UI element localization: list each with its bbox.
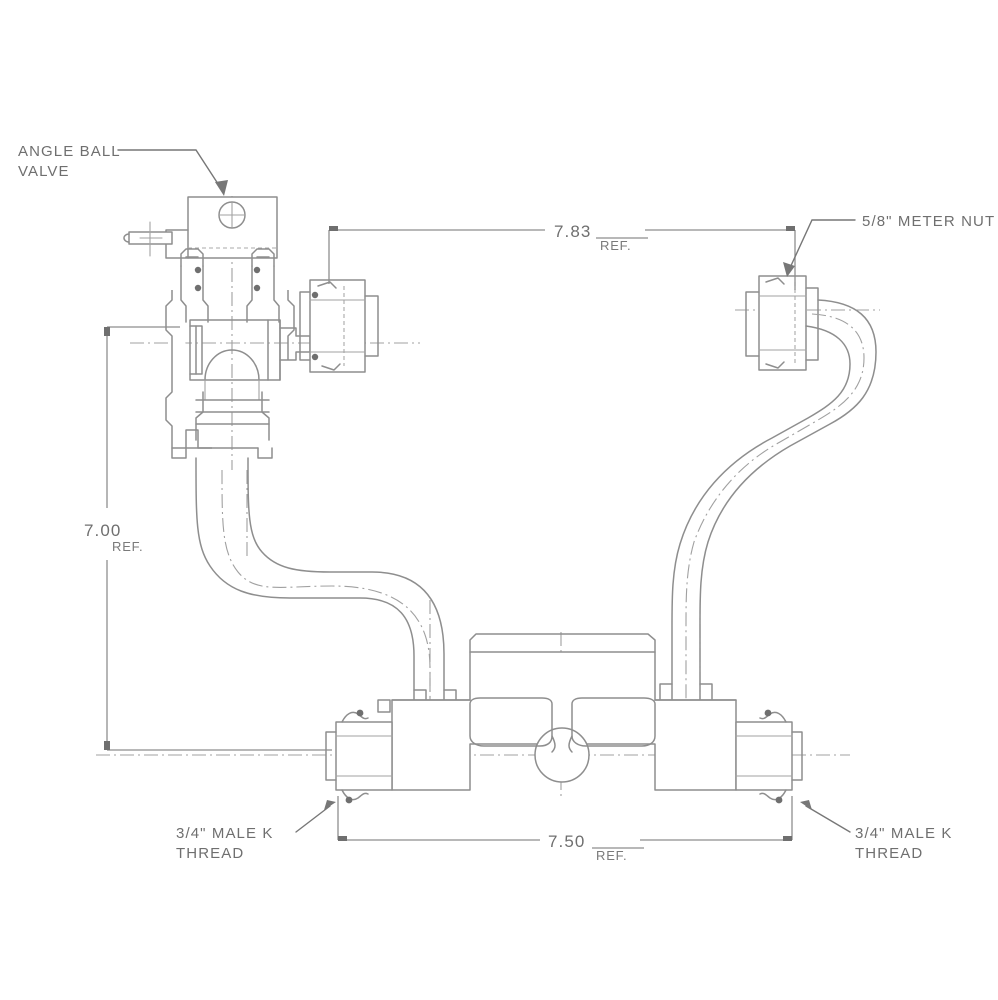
callout-thread-right: 3/4" MALE K THREAD	[800, 800, 952, 862]
dim-value-7-50: 7.50	[548, 832, 586, 851]
callout-thread-left: 3/4" MALE K THREAD	[176, 800, 336, 862]
callout-label-thread-right-line1: 3/4" MALE K	[855, 825, 952, 842]
leader-line-thread-right	[805, 805, 851, 833]
dim-note-7-83: REF.	[600, 238, 631, 253]
callout-label-meter-nut: 5/8" METER NUT	[862, 213, 995, 230]
leader-arrow-thread-left	[324, 800, 336, 810]
dim-value-7-83: 7.83	[554, 222, 592, 241]
right-meter-nut	[745, 275, 819, 371]
leader-line-meter-nut	[788, 219, 856, 271]
angle-ball-valve-body	[123, 196, 278, 259]
valve-bonnet-packing	[180, 248, 280, 323]
dimension-7-50: 7.50 REF.	[337, 796, 793, 863]
dim-value-7-00: 7.00	[84, 521, 122, 540]
left-meter-coupling	[299, 279, 379, 373]
valve-ball-chamber	[165, 290, 311, 459]
right-thread-end	[735, 709, 803, 804]
leader-line-thread-left	[295, 805, 331, 833]
leader-line-angle-ball-valve	[117, 149, 223, 191]
leader-arrow-angle-ball-valve	[215, 180, 228, 196]
leader-arrow-meter-nut	[783, 262, 795, 277]
dim-note-7-50: REF.	[596, 848, 627, 863]
dim-note-7-00: REF.	[112, 539, 143, 554]
callout-angle-ball-valve: ANGLE BALL VALVE	[18, 143, 228, 196]
left-thread-end	[325, 709, 393, 804]
callout-label-angle-ball-valve-line1: ANGLE BALL	[18, 143, 121, 160]
dimension-7-83: 7.83 REF.	[328, 222, 796, 290]
callout-label-thread-left-line1: 3/4" MALE K	[176, 825, 273, 842]
callout-label-thread-right-line2: THREAD	[855, 845, 923, 862]
dimension-7-00: 7.00 REF.	[84, 326, 332, 751]
manifold-bar	[377, 633, 737, 791]
callout-label-thread-left-line2: THREAD	[176, 845, 244, 862]
callout-meter-nut: 5/8" METER NUT	[783, 213, 995, 277]
callout-label-angle-ball-valve-line2: VALVE	[18, 163, 70, 180]
leader-arrow-thread-right	[800, 800, 812, 810]
